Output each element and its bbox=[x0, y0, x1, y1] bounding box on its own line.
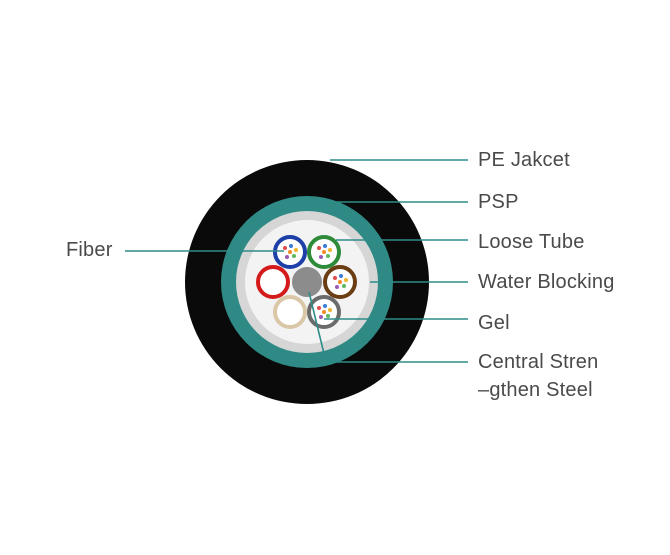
leader-central-strength bbox=[308, 291, 468, 363]
fibers-brown-tube bbox=[333, 274, 348, 289]
fibers-blue-tube bbox=[283, 244, 298, 259]
label-pe-jacket: PE Jakcet bbox=[478, 149, 570, 171]
central-strength-member bbox=[292, 267, 322, 297]
label-loose-tube: Loose Tube bbox=[478, 231, 585, 253]
label-fiber: Fiber bbox=[66, 239, 113, 261]
fibers-gray-tube bbox=[317, 304, 332, 319]
loose-tube-beige bbox=[273, 295, 307, 329]
label-central-strength-line1: Central Stren bbox=[478, 351, 599, 373]
label-psp: PSP bbox=[478, 191, 519, 213]
label-central-strength-line2: –gthen Steel bbox=[478, 379, 593, 401]
label-gel: Gel bbox=[478, 312, 510, 334]
label-water-blocking: Water Blocking bbox=[478, 271, 615, 293]
leader-lines bbox=[125, 159, 468, 363]
loose-tube-red bbox=[256, 265, 290, 299]
fibers-green-tube bbox=[317, 244, 332, 259]
